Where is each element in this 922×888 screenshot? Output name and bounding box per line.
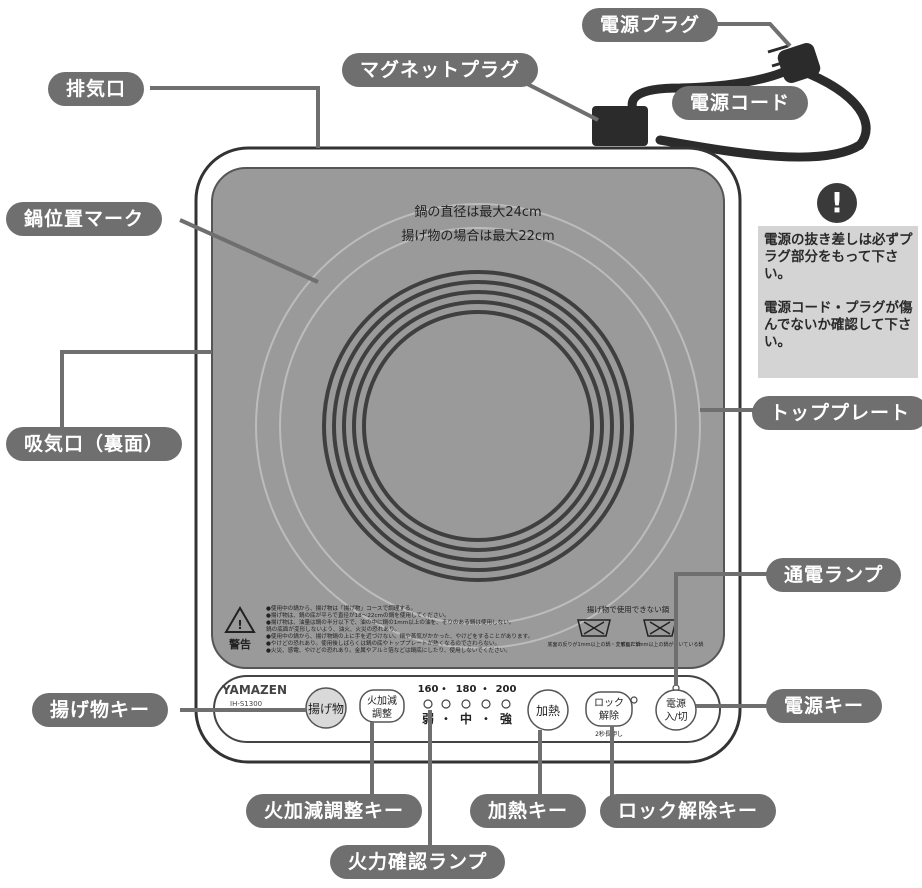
coil-ring (322, 270, 634, 582)
fine-print-line: ●揚げ物は、油量は鍋の半分以下で、油の中に鍋の1mm以上の油を、そりのある鍋は使… (266, 618, 514, 626)
heat-lamp (441, 699, 451, 709)
heat-adjust-label-2: 調整 (372, 707, 392, 720)
label-heat-key: 加熱キー (470, 794, 587, 828)
temp-180: 180 (456, 684, 477, 695)
fine-print-line: ●使用中の鍋から、揚げ物鍋の上に手を近づけない。鍋や蒸気がかかった、やけどをする… (266, 632, 533, 640)
fry-button[interactable]: 揚げ物 (305, 687, 347, 729)
model-number: IH-S1300 (230, 700, 262, 708)
power-button-label-1: 電源 (666, 697, 686, 710)
heat-button[interactable]: 加熱 (527, 689, 569, 731)
fry-button-label: 揚げ物 (308, 702, 344, 716)
label-power-lamp: 通電ランプ (766, 558, 902, 592)
level-sep-icon: • (443, 714, 449, 725)
unusable-title: 揚げ物で使用できない鍋 (587, 604, 670, 614)
ring-outer-text: 鍋の直径は最大24cm (414, 204, 541, 220)
label-power-cord: 電源コード (672, 86, 809, 120)
label-heat-lamp: 火力確認ランプ (330, 845, 506, 879)
warning-text-2: 電源コード・プラグが傷んでないか確認して下さい。 (764, 300, 913, 350)
lock-button-label-1: ロック (594, 697, 624, 709)
heat-lamp (481, 699, 491, 709)
fine-print-line: ●揚げ物は、鍋の底が平らで直径が18～22cmの鍋を使用してください。 (266, 611, 450, 619)
unusable-1-text: 底面の反りが1mm以上の鍋・変形した鍋 (548, 641, 641, 648)
label-fry-key: 揚げ物キー (32, 693, 169, 727)
power-button-label-2: 入/切 (664, 711, 687, 723)
coil-ring (332, 280, 624, 572)
coil-ring (342, 290, 614, 562)
plate-warning-label: 警告 (228, 637, 251, 651)
label-lock-release-key: ロック解除キー (600, 794, 777, 828)
leader-lines (60, 22, 792, 860)
label-top-plate: トッププレート (752, 396, 922, 430)
warning-triangle-icon (224, 606, 256, 633)
magnet-plug-body (592, 106, 648, 146)
level-sep-icon: • (483, 714, 489, 725)
temp-160: 160 (418, 684, 439, 695)
temp-sep-icon: • (441, 684, 447, 695)
ring-22cm (279, 227, 677, 625)
top-plate (211, 167, 725, 669)
coil-ring (352, 300, 604, 552)
fine-print-line: 鍋の底面が変形しないよう、油火、火災の恐れあり。 (266, 625, 400, 633)
warning-box (758, 226, 918, 378)
unusable-pot-1-icon (577, 619, 611, 637)
label-exhaust: 排気口 (48, 72, 145, 106)
level-mid: 中 (460, 711, 472, 726)
label-power-plug: 電源プラグ (582, 8, 719, 42)
exclamation-icon: ! (817, 183, 857, 223)
temp-sep-icon: • (482, 684, 488, 695)
fine-print-line: ●使用中の鍋から、揚げ物は「揚げ物」コースで調理する。 (266, 604, 416, 612)
lock-button-label-2: 解除 (599, 709, 619, 722)
temp-200: 200 (496, 684, 517, 695)
plug-prong (771, 58, 793, 68)
plug-body (777, 43, 821, 83)
unusable-pot-2-icon (643, 619, 677, 637)
heat-lamp (461, 699, 471, 709)
brand-logo: YAMAZEN (221, 683, 287, 697)
fine-print-line: ●やけどの恐れあり。使用後しばらくは鍋の底やトッププレートが熱くなるのでさわらな… (266, 639, 500, 647)
heat-adjust-button[interactable]: 火加減 調整 (359, 689, 405, 723)
lock-release-button[interactable]: ロック 解除 (585, 691, 633, 727)
label-heat-adjust-key: 火加減調整キー (246, 794, 423, 828)
heat-lamp (423, 699, 433, 709)
fine-print: ●使用中の鍋から、揚げ物は「揚げ物」コースで調理する。 ●揚げ物は、鍋の底が平ら… (266, 604, 533, 654)
heat-button-label: 加熱 (536, 704, 560, 718)
warning-triangle-mark: ! (237, 618, 242, 632)
label-intake: 吸気口（裏面） (6, 427, 183, 461)
ring-24cm (255, 203, 701, 649)
label-magnet-plug: マグネットプラグ (342, 53, 539, 87)
level-strong: 強 (500, 711, 512, 726)
fine-print-line: ●火災、感電、やけどの恐れあり。金属やアルミ箔などは鍋底にしたり、使用しないでく… (266, 646, 511, 654)
lock-lamp (630, 696, 638, 704)
power-button[interactable]: 電源 入/切 (655, 689, 697, 731)
unusable-2-text: 底面に1mm以上の鍋が付いている鍋 (621, 641, 704, 648)
ring-inner-text: 揚げ物の場合は最大22cm (401, 228, 554, 244)
warning-text-1: 電源の抜き差しは必ずプラグ部分をもって下さい。 (764, 232, 913, 282)
heat-adjust-label-1: 火加減 (367, 694, 397, 707)
label-power-key: 電源キー (766, 689, 883, 723)
label-pot-mark: 鍋位置マーク (6, 202, 163, 236)
heat-lamp (501, 699, 511, 709)
plug-prong (767, 44, 789, 54)
coil-ring (362, 310, 594, 542)
lock-note: 2秒長押し (595, 730, 623, 738)
